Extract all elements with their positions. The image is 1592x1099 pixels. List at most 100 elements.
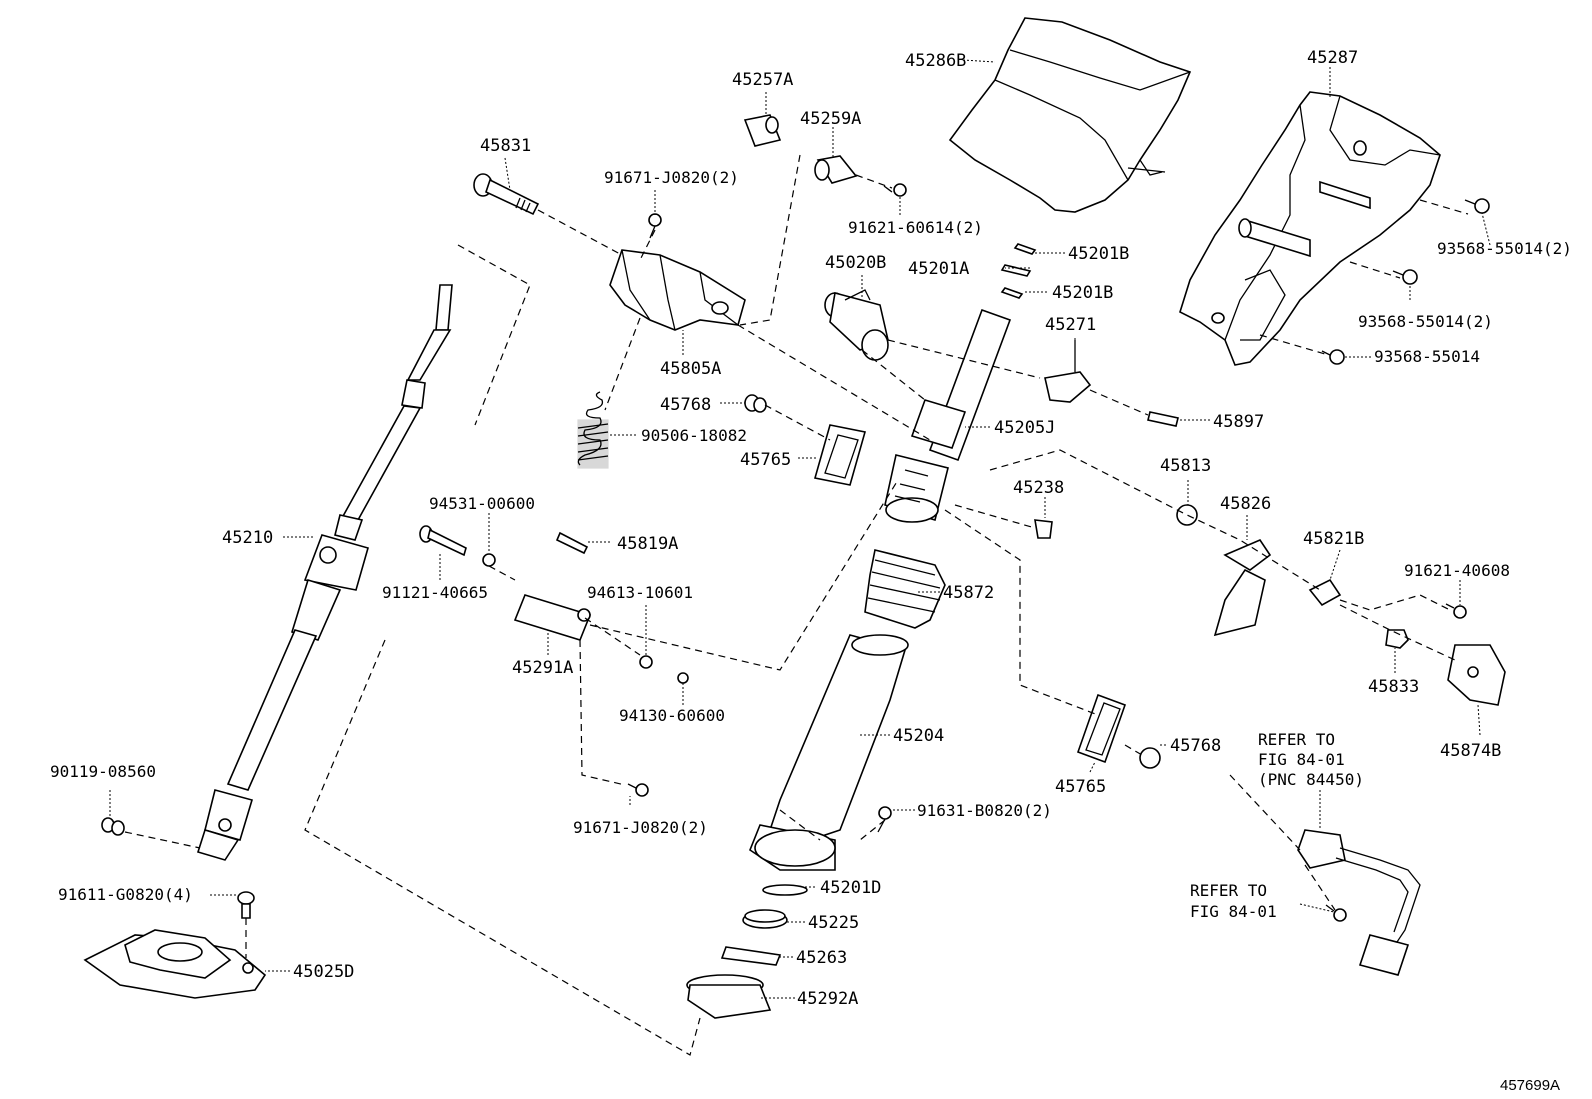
label-45821B: 45821B: [1303, 529, 1364, 549]
label-45201B-bottom: 45201B: [1052, 283, 1113, 303]
ref-note-b-line2: FIG 84-01: [1190, 902, 1277, 921]
lower-column-cover-drawing: [1179, 91, 1441, 366]
label-45025D: 45025D: [293, 962, 354, 982]
collar-45768-bottom-drawing: [1139, 747, 1161, 769]
label-91671-J0820-top: 91671-J0820(2): [604, 168, 739, 187]
screw-45897-drawing: [1147, 411, 1179, 427]
plate-45765-bottom-drawing: [1076, 693, 1127, 764]
label-45205J: 45205J: [994, 418, 1055, 438]
label-45257A: 45257A: [732, 70, 793, 90]
ref-note-b-line1: REFER TO: [1190, 881, 1267, 900]
ref-note-a-line3: (PNC 84450): [1258, 770, 1364, 789]
column-tube-45205J-drawing: [884, 308, 1012, 523]
label-45813: 45813: [1160, 456, 1211, 476]
part-labels: 45286B 45287 45257A 45259A 45831 91671-J…: [50, 48, 1572, 1094]
label-45833: 45833: [1368, 677, 1419, 697]
label-90119-08560: 90119-08560: [50, 762, 156, 781]
label-45805A: 45805A: [660, 359, 721, 379]
bracket-45826-drawing: [1213, 539, 1272, 637]
label-90506-18082: 90506-18082: [641, 426, 747, 445]
label-45271: 45271: [1045, 315, 1096, 335]
cover-45874B-drawing: [1447, 644, 1506, 706]
label-93568-55014-a: 93568-55014(2): [1437, 239, 1572, 258]
bracket-45821B-drawing: [1308, 578, 1342, 607]
label-45259A: 45259A: [800, 109, 861, 129]
label-91121-40665: 91121-40665: [382, 583, 488, 602]
label-45286B: 45286B: [905, 51, 966, 71]
ref-note-a-line2: FIG 84-01: [1258, 750, 1345, 769]
leader-lines: [109, 59, 1491, 999]
bolt-91621-40608-drawing: [1445, 603, 1467, 619]
label-45291A: 45291A: [512, 658, 573, 678]
nut-94130-60600-drawing: [677, 672, 689, 684]
label-45201B-top: 45201B: [1068, 244, 1129, 264]
column-housing-45204-drawing: [749, 634, 909, 871]
lower-group-outline: [304, 639, 701, 1056]
screw-ref-fig-drawing: [1325, 904, 1347, 922]
grommet-45292A-drawing: [686, 974, 772, 1019]
label-91671-J0820-bottom: 91671-J0820(2): [573, 818, 708, 837]
label-93568-55014-b: 93568-55014(2): [1358, 312, 1493, 331]
label-45897: 45897: [1213, 412, 1264, 432]
washer-94613-10601-drawing: [639, 655, 653, 669]
nut-45833-drawing: [1385, 629, 1409, 649]
label-45292A: 45292A: [797, 989, 858, 1009]
collar-45768-top-drawing: [744, 394, 767, 413]
label-45768-top: 45768: [660, 395, 711, 415]
label-45263: 45263: [796, 948, 847, 968]
bolt-90119-08560-drawing: [101, 817, 125, 836]
shaft-group-outline: [457, 244, 531, 426]
seal-45201D-drawing: [762, 884, 808, 896]
label-45204: 45204: [893, 726, 944, 746]
label-94613-10601: 94613-10601: [587, 583, 693, 602]
label-45765-top: 45765: [740, 450, 791, 470]
pin-45819A-drawing: [555, 531, 589, 555]
ring-45225-drawing: [742, 909, 788, 929]
bracket-45291A-drawing: [513, 594, 592, 641]
base-plate-45025D-drawing: [83, 929, 267, 999]
bolt-91671-J0820-top-drawing: [648, 213, 662, 239]
tilt-bracket-drawing: [609, 249, 746, 331]
bolt-91631-B0820-drawing: [877, 806, 892, 833]
label-45238: 45238: [1013, 478, 1064, 498]
label-94531-00600: 94531-00600: [429, 494, 535, 513]
cap-45238-drawing: [1034, 519, 1053, 539]
bolt-91121-40665-drawing: [419, 525, 467, 557]
intermediate-shaft-drawing: [196, 284, 453, 861]
bolt-91621-60614-drawing: [883, 183, 907, 197]
clip-45201A-drawing: [1000, 264, 1032, 277]
label-91621-60614: 91621-60614(2): [848, 218, 983, 237]
bolt-93568-a-drawing: [1464, 198, 1490, 214]
label-45210: 45210: [222, 528, 273, 548]
label-45201D: 45201D: [820, 878, 881, 898]
bracket-45271-drawing: [1044, 340, 1092, 403]
label-45201A: 45201A: [908, 259, 969, 279]
washer-94531-00600-drawing: [482, 553, 496, 567]
bolt-91671-J0820-bottom-drawing: [627, 783, 649, 797]
label-45020B: 45020B: [825, 253, 886, 273]
label-91611-G0820: 91611-G0820(4): [58, 885, 193, 904]
label-94130-60600: 94130-60600: [619, 706, 725, 725]
upper-column-cover-drawing: [948, 17, 1192, 213]
connector-lines: [124, 154, 1469, 958]
bolt-45831-drawing: [473, 173, 540, 216]
spring-drawing: [577, 391, 609, 469]
clip-45201B-top-drawing: [1013, 243, 1037, 255]
plate-45765-top-drawing: [813, 424, 867, 486]
clip-45201B-bottom-drawing: [1000, 287, 1024, 299]
label-45872: 45872: [943, 583, 994, 603]
lock-cylinder-45020B-drawing: [824, 289, 889, 361]
stopper-45259A-drawing: [814, 155, 858, 184]
label-45831: 45831: [480, 136, 531, 156]
label-45874B: 45874B: [1440, 741, 1501, 761]
label-45819A: 45819A: [617, 534, 678, 554]
bolt-93568-c-drawing: [1321, 349, 1345, 365]
wiring-harness-drawing: [1297, 829, 1421, 976]
label-45826: 45826: [1220, 494, 1271, 514]
label-45765-bottom: 45765: [1055, 777, 1106, 797]
ref-note-a-line1: REFER TO: [1258, 730, 1335, 749]
stopper-45257A-drawing: [743, 114, 782, 147]
boot-45872-drawing: [864, 549, 946, 629]
label-45225: 45225: [808, 913, 859, 933]
